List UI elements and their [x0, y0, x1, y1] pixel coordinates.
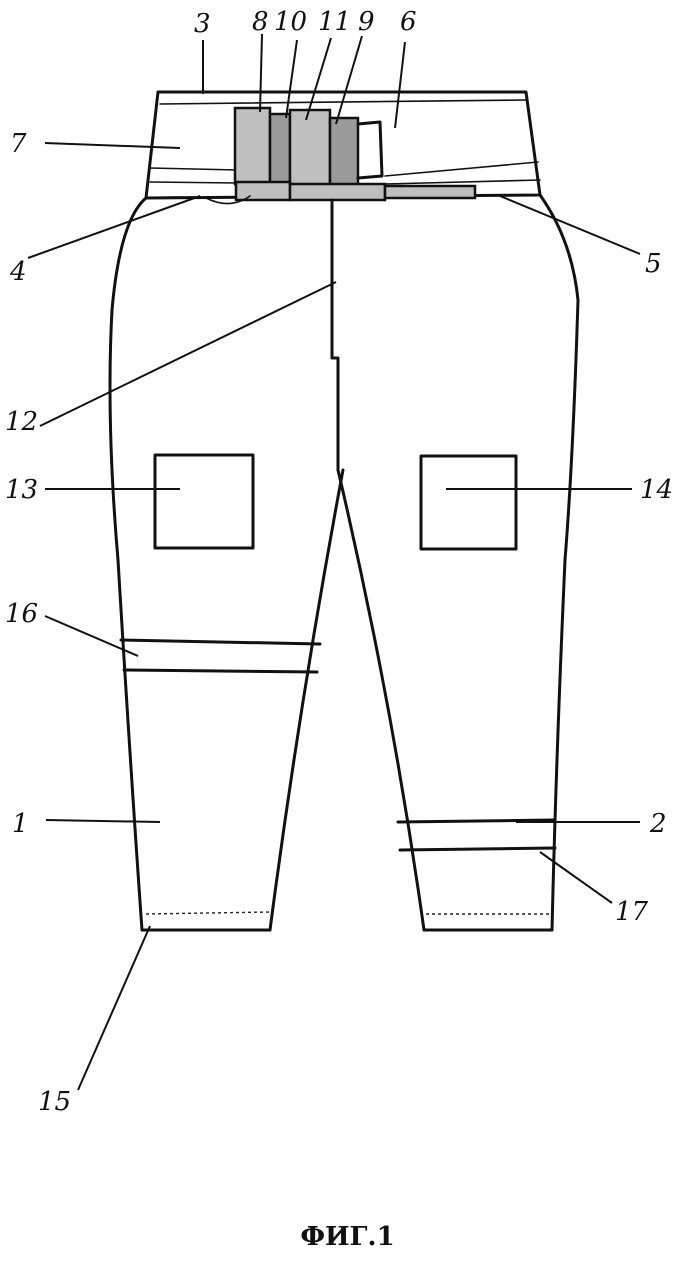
label-5: 5 — [645, 249, 662, 279]
label-6: 6 — [400, 7, 417, 37]
left-leg — [108, 196, 345, 932]
right-leg-band — [396, 818, 557, 852]
right-leg — [336, 193, 580, 932]
left-knee-patch — [153, 453, 255, 550]
label-4: 4 — [9, 257, 27, 287]
label-14: 14 — [640, 475, 673, 505]
figure-caption: ФИГ.1 — [300, 1222, 395, 1252]
label-1: 1 — [12, 809, 29, 839]
center-seam — [145, 195, 340, 472]
label-8: 8 — [252, 7, 269, 37]
label-7: 7 — [10, 129, 27, 159]
label-3: 3 — [194, 9, 211, 39]
label-10: 10 — [274, 7, 307, 37]
label-17: 17 — [615, 897, 649, 927]
right-knee-patch — [419, 454, 518, 551]
label-16: 16 — [5, 599, 38, 629]
label-13: 13 — [5, 475, 38, 505]
fastener-assembly — [233, 106, 477, 202]
label-2: 2 — [649, 809, 667, 839]
label-12: 12 — [5, 407, 38, 437]
reference-numerals: 3 8 10 11 9 6 7 4 5 12 13 14 16 1 2 17 1… — [5, 7, 673, 1117]
leader-lines — [27, 33, 641, 1091]
label-15: 15 — [38, 1087, 71, 1117]
label-11: 11 — [318, 7, 351, 37]
label-9: 9 — [358, 7, 375, 37]
left-leg-band — [119, 638, 322, 674]
